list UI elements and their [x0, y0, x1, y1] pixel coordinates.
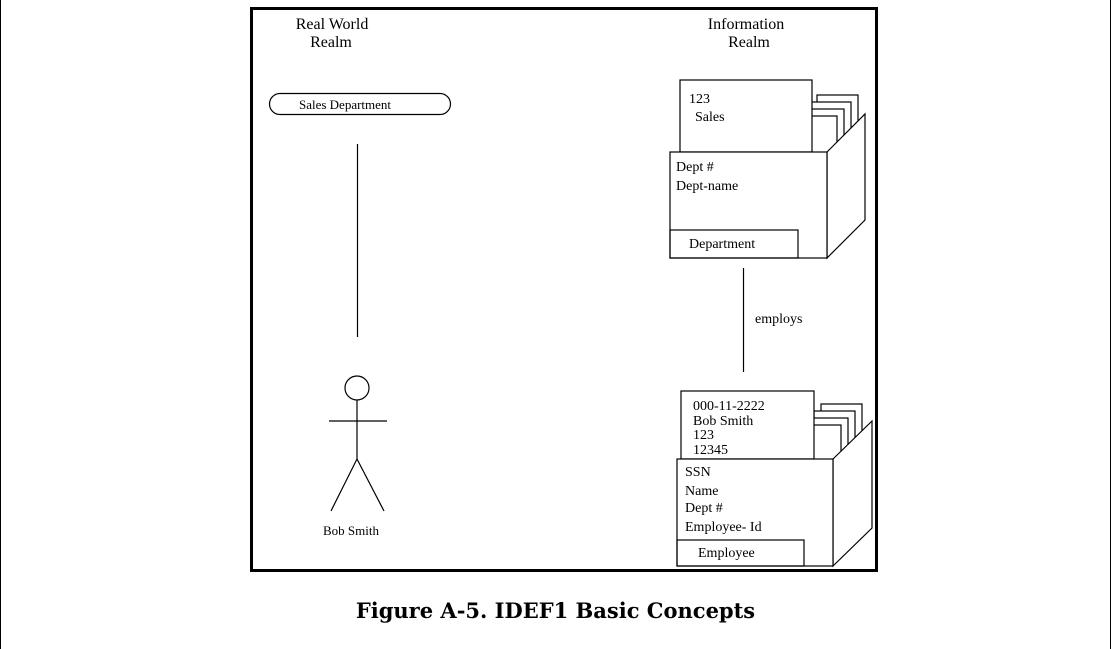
employee-attribute-3: Dept # [685, 501, 723, 516]
real-world-realm-line2: Realm [310, 34, 352, 51]
information-realm-line1: Information [708, 16, 784, 33]
employee-entity-name: Employee [698, 546, 755, 561]
real-world-realm-line1: Real World [296, 16, 369, 33]
department-attribute-1: Dept # [676, 160, 714, 175]
person-icon [329, 375, 387, 512]
employee-instance-value-1: 000-11-2222 [693, 399, 765, 414]
diagram-frame [250, 7, 878, 572]
employee-attribute-2: Name [685, 484, 718, 499]
employee-instance-value-2: Bob Smith [693, 414, 753, 429]
department-instance-value-2: Sales [695, 110, 725, 125]
information-realm-line2: Realm [728, 34, 770, 51]
department-instance-value-1: 123 [689, 92, 710, 107]
department-entity-name: Department [689, 237, 755, 252]
department-attribute-2: Dept-name [676, 179, 738, 194]
employs-label: employs [755, 312, 802, 327]
sales-department-label: Sales Department [299, 97, 391, 112]
sales-department-pill [268, 92, 452, 116]
person-name: Bob Smith [323, 523, 379, 538]
employee-entity-box [676, 419, 873, 568]
employee-instance-value-4: 12345 [693, 443, 728, 458]
employee-attribute-1: SSN [685, 465, 711, 480]
employee-attribute-4: Employee- Id [685, 520, 762, 535]
figure-caption: Figure A-5. IDEF1 Basic Concepts [355, 598, 756, 623]
employee-instance-value-3: 123 [693, 428, 714, 443]
department-entity-box [669, 112, 866, 260]
